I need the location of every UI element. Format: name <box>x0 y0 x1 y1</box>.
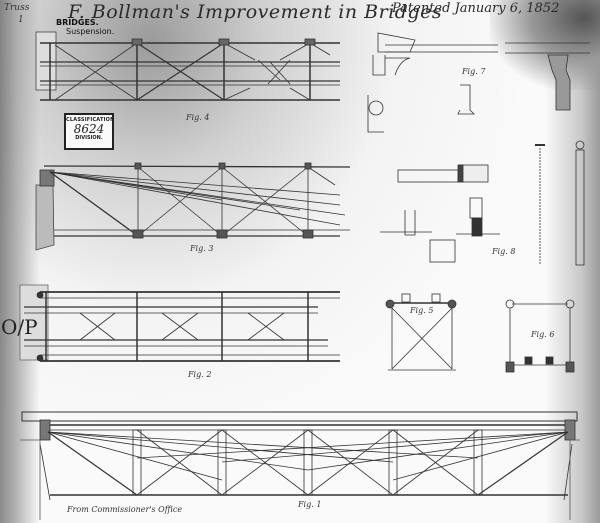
fig-6-drawing <box>505 299 575 373</box>
fig-3-label: Fig. 3 <box>190 244 214 253</box>
paper-stain-left <box>0 0 40 523</box>
stamp-heading: CLASSIFICATION <box>66 117 115 123</box>
fig-6-label: Fig. 6 <box>531 330 555 339</box>
fig-8-label: Fig. 8 <box>492 247 516 256</box>
fig-7-drawing <box>367 32 590 133</box>
patent-date: Patented January 6, 1852 <box>392 1 560 16</box>
margin-marking: O/P <box>1 315 38 339</box>
classification-stamp: CLASSIFICATION 8624 DIVISION. <box>64 113 114 150</box>
fig-4-label: Fig. 4 <box>186 113 210 122</box>
paper-stain-top-right <box>490 0 600 90</box>
fig-1-label: Fig. 1 <box>298 500 322 509</box>
corner-mark-top: Truss <box>4 3 30 13</box>
fig-2-drawing <box>19 284 340 362</box>
corner-mark-number: 1 <box>18 15 24 25</box>
fig-7-label: Fig. 7 <box>462 67 486 76</box>
subject-label: BRIDGES. Suspension. <box>56 18 114 36</box>
fig-2-label: Fig. 2 <box>188 370 212 379</box>
document-title: F. Bollman's Improvement in Bridges <box>68 1 443 23</box>
stamp-number: 8624 <box>73 122 105 136</box>
fig-5-label: Fig. 5 <box>410 306 434 315</box>
subject-line-2: Suspension. <box>66 27 115 36</box>
fig-4-drawing <box>35 31 340 101</box>
fig-1-drawing <box>20 411 580 520</box>
fig-8-drawing <box>380 140 585 266</box>
subject-line-1: BRIDGES. <box>56 18 99 27</box>
fig-3-drawing <box>35 162 351 251</box>
fig-5-drawing <box>385 293 457 371</box>
stamp-footer: DIVISION. <box>75 135 103 141</box>
office-note: From Commissioner's Office <box>67 505 183 514</box>
